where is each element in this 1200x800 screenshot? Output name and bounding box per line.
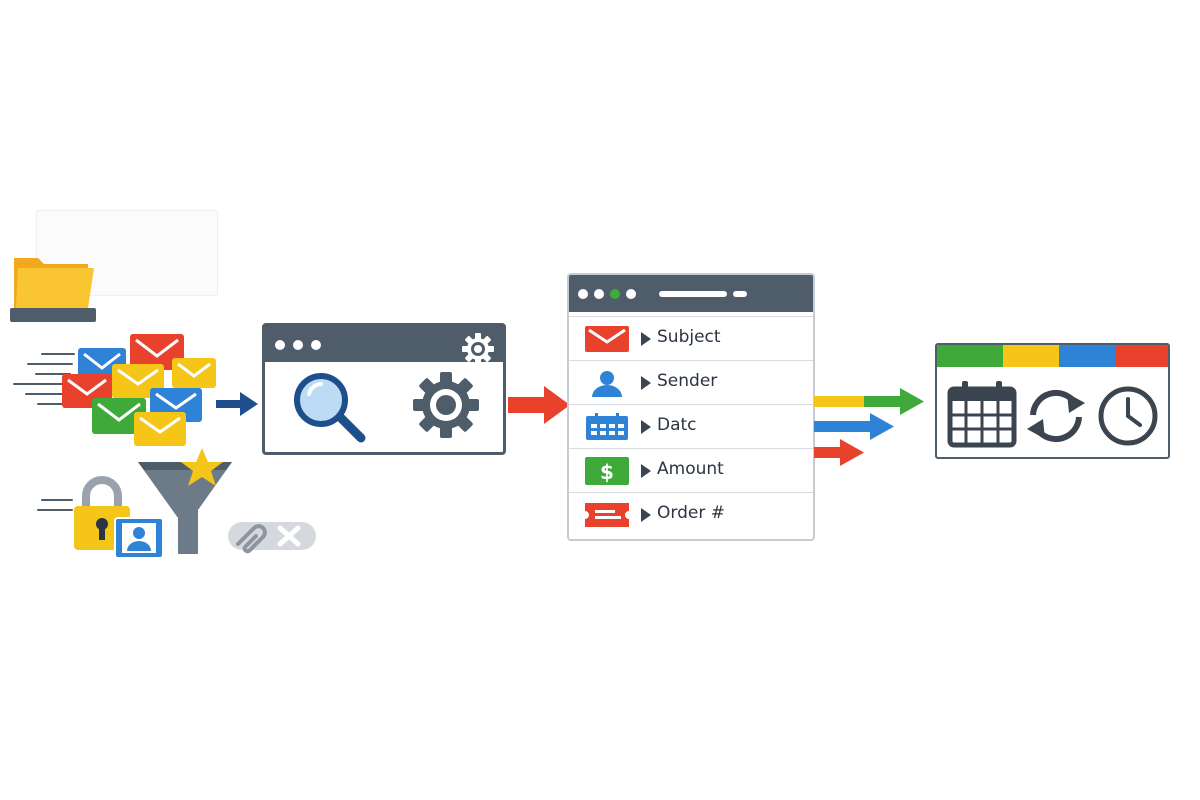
user-card-icon [114, 517, 164, 559]
arrow-to-fields [508, 386, 570, 424]
arrow-to-processor [216, 392, 258, 416]
extracted-fields-window: Subject Sender Datc $ Am [567, 273, 815, 541]
envelope-icon [585, 326, 629, 352]
field-label: Order # [657, 503, 725, 523]
field-row-date: Datc [569, 404, 813, 448]
field-label: Sender [657, 371, 718, 391]
window-control-dots [578, 289, 747, 299]
field-row-subject: Subject [569, 316, 813, 360]
processing-gear-icon [413, 372, 479, 438]
field-label: Amount [657, 459, 724, 479]
envelope-icon [172, 358, 216, 388]
email-envelopes-pile [62, 334, 216, 446]
triangle-icon [641, 376, 651, 390]
field-label: Subject [657, 327, 721, 347]
envelope-icon [134, 412, 186, 446]
refresh-icon [1027, 389, 1085, 443]
user-icon [592, 371, 622, 397]
field-row-order: Order # [569, 492, 813, 536]
color-header-bar [937, 345, 1168, 367]
window-control-dots [275, 340, 321, 350]
unlinked-attachment-icon [228, 522, 316, 554]
window-title-bar [569, 275, 813, 312]
triangle-icon [641, 420, 651, 434]
ticket-icon [585, 503, 629, 527]
triangle-icon [641, 332, 651, 346]
arrows-to-schedule [814, 388, 924, 466]
schedule-window [935, 343, 1170, 459]
clock-icon [1098, 386, 1158, 446]
dollar-icon: $ [585, 457, 629, 485]
triangle-icon [641, 508, 651, 522]
field-row-amount: $ Amount [569, 448, 813, 492]
envelope-icon [92, 398, 146, 434]
field-label: Datc [657, 415, 697, 435]
calendar-grid-icon [947, 381, 1017, 448]
settings-gear-icon [462, 333, 494, 365]
window-title-bar [265, 326, 503, 365]
folder-icon [10, 258, 96, 322]
envelope-icon [130, 334, 184, 370]
svg-text:$: $ [600, 460, 614, 484]
processing-window [262, 323, 506, 455]
field-row-sender: Sender [569, 360, 813, 404]
triangle-icon [641, 464, 651, 478]
calendar-icon [586, 413, 628, 440]
security-lines [37, 499, 73, 511]
magnifier-icon [294, 373, 366, 443]
filter-funnel-icon [138, 448, 232, 554]
